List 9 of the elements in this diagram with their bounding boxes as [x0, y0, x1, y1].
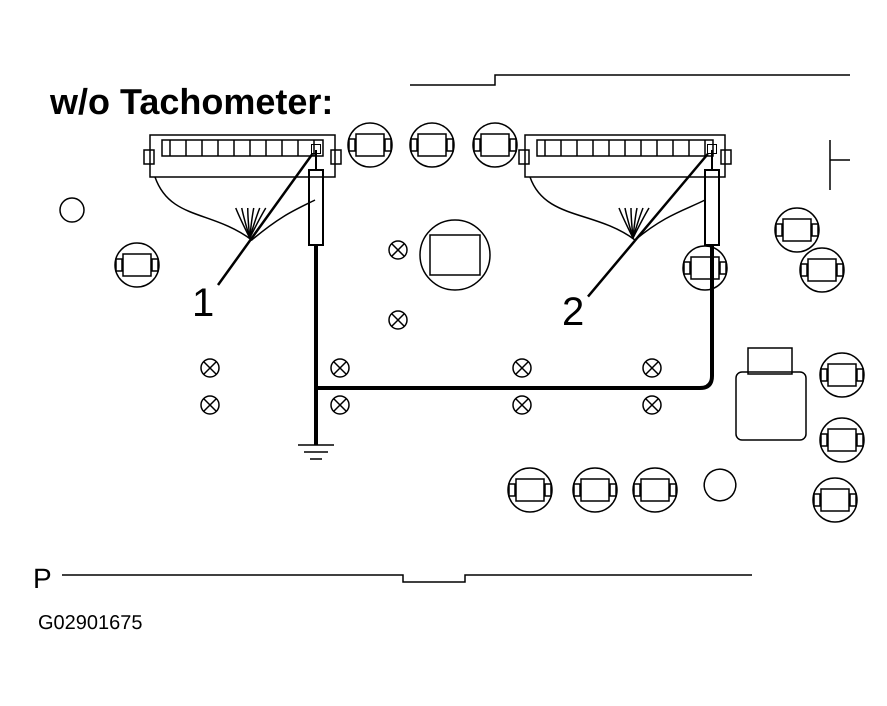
- figure-code: G02901675: [38, 613, 143, 633]
- connector-terminal: [707, 144, 717, 154]
- callout-number: 1: [192, 283, 218, 323]
- part-label: P: [33, 565, 52, 593]
- leader-line: [587, 153, 709, 298]
- connector-terminal: [311, 144, 321, 154]
- leader-line: [216, 153, 314, 286]
- title: w/o Tachometer:: [50, 84, 334, 120]
- callout-number: 2: [562, 292, 588, 332]
